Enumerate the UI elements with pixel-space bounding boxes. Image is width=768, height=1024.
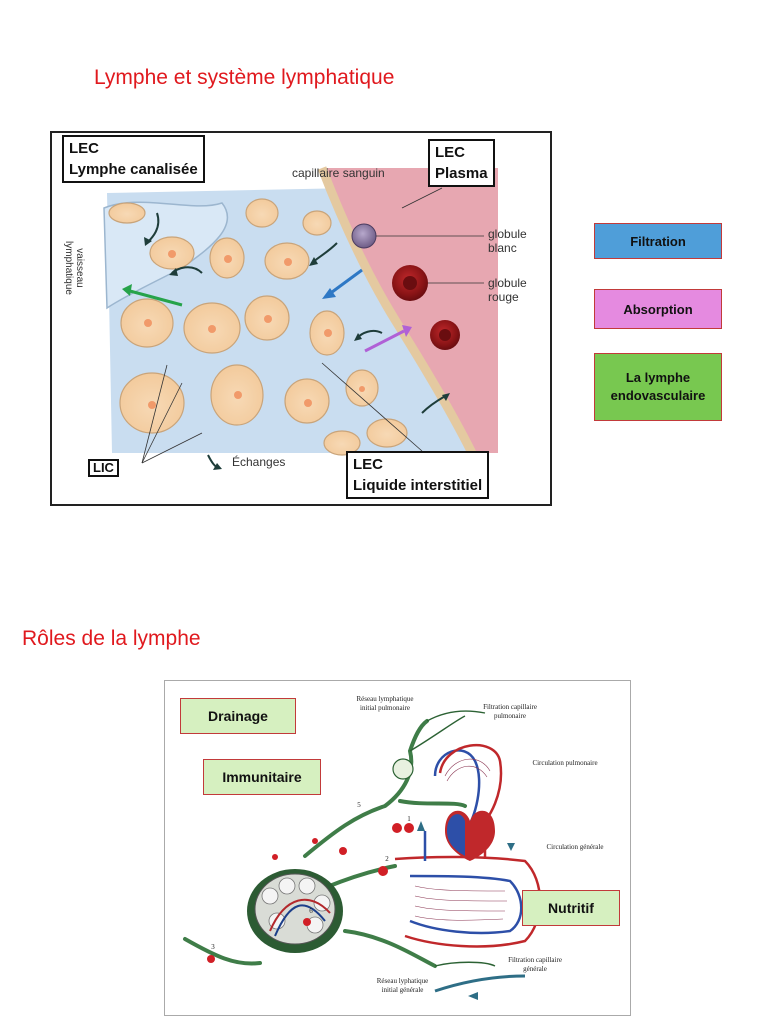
number-5: 5: [357, 801, 361, 809]
legend-absorption: Absorption: [594, 289, 722, 329]
lymph-flow-arrow: [129, 289, 183, 307]
white-cell-label: globule blanc: [488, 227, 527, 255]
role-drainage: Drainage: [180, 698, 296, 734]
exchanges-label: Échanges: [232, 455, 286, 469]
red-cell-label: globule rouge: [488, 276, 527, 304]
label-general-circulation: Circulation générale: [546, 843, 604, 851]
lec-lymph-label: LEC Lymphe canalisée: [62, 135, 205, 183]
label-pulmonary-network: Réseau lymphatique initial pulmonaire: [356, 695, 414, 712]
section-title: Rôles de la lymphe: [22, 627, 201, 650]
tissue-illustration: [52, 133, 550, 504]
lec-interstitial-label: LEC Liquide interstitiel: [346, 451, 490, 499]
white-blood-cell: [351, 223, 377, 249]
legend-endovascular-lymph: La lymphe endovasculaire: [594, 353, 722, 421]
absorption-arrow: [364, 329, 405, 353]
lymph-vessel-label: vaisseau lymphatique: [63, 241, 85, 295]
label-pulmonary-filtration: Filtration capillaire pulmonaire: [483, 703, 537, 720]
lymph-roles-diagram: Drainage Immunitaire Nutritif Réseau lym…: [164, 680, 631, 1016]
capillary-label: capillaire sanguin: [292, 166, 385, 180]
number-1: 1: [407, 815, 411, 823]
role-immunitaire: Immunitaire: [203, 759, 321, 795]
lic-label: LIC: [88, 459, 119, 477]
label-pulmonary-circulation: Circulation pulmonaire: [532, 759, 598, 767]
label-general-network: Réseau lyphatique initial générale: [376, 977, 429, 994]
heart: [445, 810, 495, 861]
number-2: 2: [385, 855, 389, 863]
number-6: 6: [309, 907, 313, 915]
lymph-node: [247, 869, 343, 953]
legend-filtration: Filtration: [594, 223, 722, 259]
role-nutritif: Nutritif: [522, 890, 620, 926]
number-3: 3: [211, 943, 215, 951]
circulation-illustration: [183, 710, 542, 1000]
page-title: Lymphe et système lymphatique: [94, 66, 395, 89]
tissue-cells: [108, 198, 408, 456]
lymph-tissue-diagram: LEC Lymphe canalisée LEC Plasma LEC Liqu…: [50, 131, 552, 506]
label-general-filtration: Filtration capillaire générale: [508, 956, 562, 973]
lec-plasma-label: LEC Plasma: [428, 139, 495, 187]
filtration-arrow: [327, 268, 363, 297]
